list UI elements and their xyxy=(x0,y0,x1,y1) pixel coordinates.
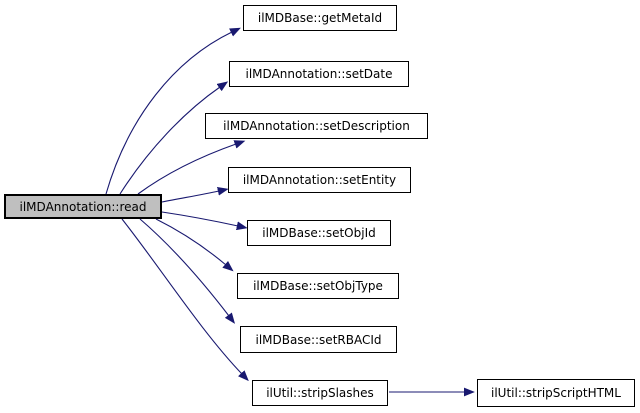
node-ilmdbase-getmetaid[interactable]: ilMDBase::getMetaId xyxy=(243,5,397,31)
node-ilmdannotation-setentity[interactable]: ilMDAnnotation::setEntity xyxy=(228,167,411,193)
node-ilutil-stripscripthtml[interactable]: ilUtil::stripScriptHTML xyxy=(477,379,635,407)
node-ilmdbase-setobjid[interactable]: ilMDBase::setObjId xyxy=(247,220,391,246)
node-ilmdannotation-setdescription[interactable]: ilMDAnnotation::setDescription xyxy=(205,113,428,139)
node-ilmdbase-setrbacid[interactable]: ilMDBase::setRBACId xyxy=(240,326,397,353)
edge-read-setdate xyxy=(119,81,229,195)
edge-read-setrbacid xyxy=(139,218,236,324)
node-ilmdannotation-setdate[interactable]: ilMDAnnotation::setDate xyxy=(229,61,409,87)
edge-read-setentity xyxy=(161,186,229,203)
node-ilutil-stripslashes[interactable]: ilUtil::stripSlashes xyxy=(252,380,388,406)
node-ilmdannotation-read: ilMDAnnotation::read xyxy=(4,194,162,219)
edge-read-stripslashes xyxy=(121,218,249,382)
edge-read-setdescription xyxy=(137,140,246,195)
node-ilmdbase-setobjtype[interactable]: ilMDBase::setObjType xyxy=(237,273,399,299)
edge-read-setobjid xyxy=(161,211,248,231)
edge-read-setobjtype xyxy=(155,218,234,272)
